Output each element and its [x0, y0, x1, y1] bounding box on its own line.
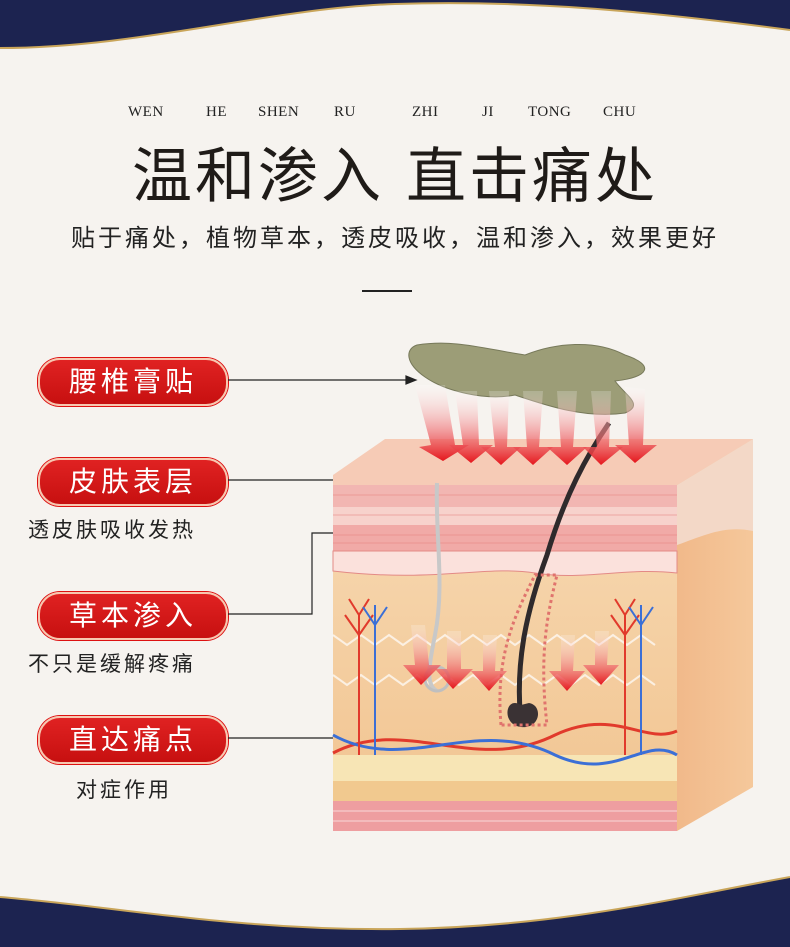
page-subtitle: 贴于痛处，植物草本，透皮吸收，温和渗入，效果更好	[71, 224, 719, 252]
label-reach-pain-point: 直达痛点	[38, 716, 228, 764]
divider	[362, 290, 412, 292]
label-skin-surface-desc: 透皮肤吸收发热	[28, 518, 196, 542]
top-frame-decoration	[0, 0, 790, 49]
label-skin-surface: 皮肤表层	[38, 458, 228, 506]
label-herbal-penetration: 草本渗入	[38, 592, 228, 640]
pinyin-7: TONG	[528, 104, 572, 120]
skin-cross-section-illustration	[332, 342, 753, 831]
pinyin-1: WEN	[128, 104, 164, 120]
pinyin-2: HE	[206, 104, 227, 120]
label-herbal-penetration-desc: 不只是缓解疼痛	[28, 652, 196, 676]
pinyin-5: ZHI	[412, 104, 439, 120]
label-lumbar-patch: 腰椎膏贴	[38, 358, 228, 406]
pinyin-8: CHU	[603, 104, 637, 120]
pinyin-6: JI	[482, 104, 494, 120]
pinyin-3: SHEN	[258, 104, 300, 120]
pinyin-4: RU	[334, 104, 356, 120]
label-reach-pain-point-desc: 对症作用	[76, 778, 172, 802]
page-title: 温和渗入 直击痛处	[131, 142, 659, 212]
bottom-frame-decoration	[0, 876, 790, 947]
